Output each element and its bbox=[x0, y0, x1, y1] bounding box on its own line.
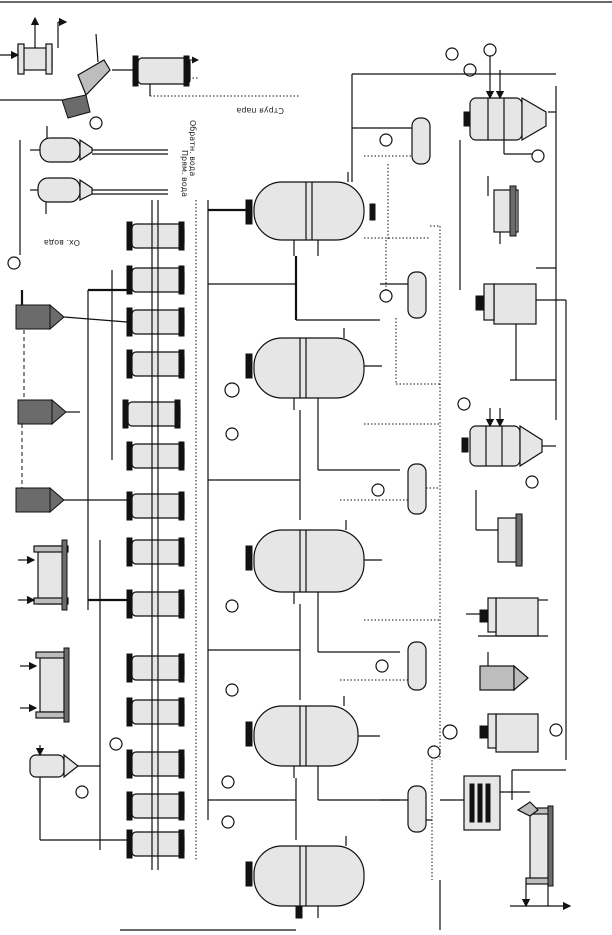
label-cooling-supply: Прям. вода bbox=[180, 150, 189, 197]
instrument-circle bbox=[225, 683, 239, 697]
instrument-circle bbox=[89, 116, 103, 130]
condensate-receiver-1 bbox=[352, 117, 431, 240]
dryer-3 bbox=[427, 713, 563, 759]
heat-exchanger-column bbox=[87, 200, 209, 870]
feed-drum bbox=[0, 16, 68, 75]
instrument-circle bbox=[75, 785, 89, 799]
condensate-receiver-3 bbox=[340, 463, 440, 515]
reactor-vessel-1 bbox=[208, 172, 376, 256]
product-tank-bottom bbox=[29, 745, 127, 841]
reactor-vessel-3 bbox=[245, 520, 382, 604]
center-piping bbox=[208, 73, 440, 840]
vacuum-filter-block bbox=[440, 775, 530, 831]
evaporator-1 bbox=[440, 43, 557, 420]
top-condenser bbox=[112, 55, 300, 97]
product-cooler-2 bbox=[17, 330, 80, 426]
cooler-right bbox=[479, 652, 529, 692]
condensate-receiver-4 bbox=[340, 641, 427, 691]
condensate-receiver-5 bbox=[380, 785, 432, 833]
instrument-circle bbox=[221, 815, 235, 829]
label-vacuum-line: Струя пара bbox=[236, 106, 284, 115]
dryer-1 bbox=[475, 267, 567, 760]
evaporator-2 bbox=[457, 397, 556, 489]
drum-filter-2 bbox=[475, 490, 523, 567]
instrument-circle bbox=[224, 382, 240, 398]
instrument-circle bbox=[225, 427, 239, 441]
reactor-vessel-2 bbox=[245, 328, 382, 410]
instrument-circle bbox=[109, 737, 123, 751]
reactor-vessel-4 bbox=[245, 696, 380, 778]
condensate-receiver-2 bbox=[379, 271, 440, 385]
receiver-tank-2 bbox=[30, 177, 168, 214]
product-cooler-3 bbox=[15, 424, 127, 514]
product-cooler-1 bbox=[15, 290, 128, 331]
instrument-circle bbox=[225, 599, 239, 613]
instrument-circle bbox=[221, 775, 235, 789]
drum-filter-1 bbox=[487, 176, 519, 244]
filter-press-2 bbox=[20, 647, 70, 723]
dryer-2 bbox=[466, 597, 548, 637]
label-cooling-return: Обратн. вода bbox=[188, 120, 197, 176]
receiver-tank-1 bbox=[30, 126, 168, 163]
reactor-vessel-5 bbox=[120, 836, 365, 931]
vacuum-lines bbox=[364, 225, 441, 880]
discharge-drum bbox=[439, 769, 572, 930]
instrument-circle bbox=[7, 256, 21, 270]
filter-press-1 bbox=[18, 539, 69, 611]
crusher-hopper bbox=[0, 33, 111, 119]
label-deaerated-water: Ох. вода bbox=[44, 238, 80, 247]
